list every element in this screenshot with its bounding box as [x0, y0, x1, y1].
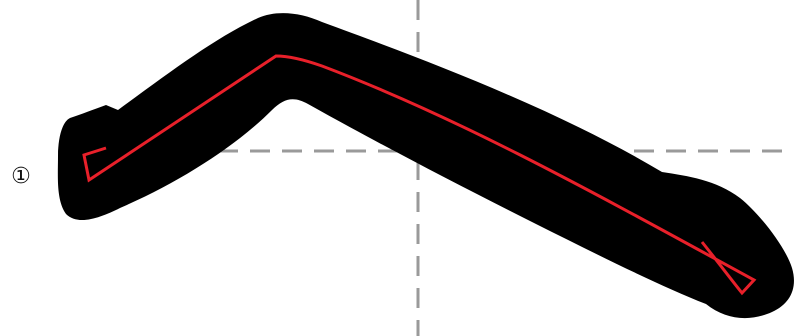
stroke-direction-path	[82, 54, 757, 296]
brush-stroke-shape	[57, 13, 794, 319]
step-number-badge: ①	[11, 164, 31, 189]
